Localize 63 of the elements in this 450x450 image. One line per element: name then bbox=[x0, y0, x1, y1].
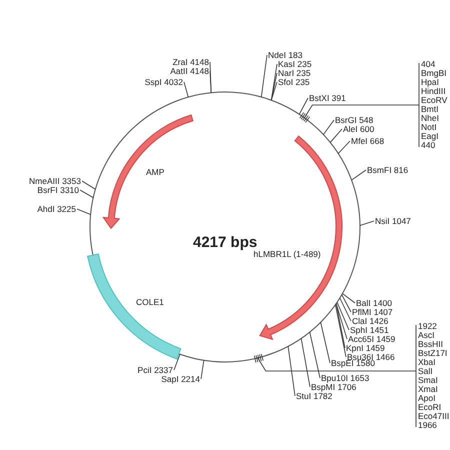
site-label: NmeAIII 3353 bbox=[29, 176, 81, 186]
leader-line bbox=[334, 304, 346, 358]
leader-line bbox=[342, 293, 356, 304]
leader-line bbox=[298, 98, 308, 115]
leader-line bbox=[174, 354, 180, 370]
leader-line bbox=[336, 303, 346, 348]
leader-line bbox=[351, 170, 366, 180]
site-label: NsiI 1047 bbox=[375, 216, 411, 226]
site-label: BsmFI 816 bbox=[367, 165, 408, 175]
leader-line bbox=[82, 180, 96, 190]
site-label: MfeI 668 bbox=[351, 136, 384, 146]
site-label: AatII 4148 bbox=[170, 66, 209, 76]
leader-line bbox=[184, 82, 189, 98]
site-label: Bpu10I 1653 bbox=[321, 373, 370, 383]
feature-label: AMP bbox=[146, 167, 164, 177]
leader-line bbox=[322, 120, 334, 135]
leader-line bbox=[80, 190, 94, 198]
leader-line bbox=[341, 294, 352, 312]
leader-line bbox=[338, 140, 350, 154]
leader-line bbox=[76, 208, 91, 215]
site-label: BspMI 1706 bbox=[311, 382, 356, 392]
site-label: SfoI 235 bbox=[278, 77, 310, 87]
site-label: AhdI 3225 bbox=[37, 204, 76, 214]
leader-line bbox=[288, 346, 296, 396]
site-label: KpnI 1459 bbox=[346, 343, 385, 353]
site-label: BsrFI 3310 bbox=[37, 185, 79, 195]
leader-line bbox=[300, 338, 310, 388]
leader-line bbox=[210, 70, 212, 94]
site-label: NdeI 183 bbox=[268, 50, 302, 60]
site-label: PflMI 1407 bbox=[352, 307, 393, 317]
leader-line bbox=[320, 322, 330, 364]
leader-line bbox=[200, 360, 204, 380]
leader-line bbox=[336, 302, 350, 330]
site-label: BstXI 391 bbox=[309, 93, 346, 103]
site-label: BalI 1400 bbox=[356, 298, 392, 308]
feature-label: hLMBR1L (1-489) bbox=[254, 249, 321, 259]
leader-line bbox=[270, 64, 278, 101]
leader-line bbox=[254, 324, 416, 428]
leader-line bbox=[299, 62, 420, 148]
enzyme-list: 1922 AscI BssHII BstZ17I XbaI SalI SmaI XmaI ApoI EcoRI Eco47III 1966 bbox=[418, 322, 450, 430]
site-label: ClaI 1426 bbox=[352, 316, 388, 326]
leader-line bbox=[260, 54, 268, 98]
leader-line bbox=[360, 220, 374, 226]
leader-line bbox=[309, 332, 320, 378]
site-label: NarI 235 bbox=[278, 68, 311, 78]
leader-line bbox=[270, 72, 278, 101]
feature-label: COLE1 bbox=[136, 297, 164, 307]
enzyme-list: 404 BmgBI HpaI HindIII EcoRV BmtI NheI NotI EagI 440 bbox=[421, 60, 448, 150]
leader-line bbox=[336, 303, 348, 340]
leader-line bbox=[330, 128, 342, 143]
site-label: AleI 600 bbox=[343, 124, 374, 134]
site-label: BsrGI 548 bbox=[335, 115, 374, 125]
site-label: KasI 235 bbox=[278, 59, 312, 69]
site-label: ZraI 4148 bbox=[172, 57, 209, 67]
site-label: PciI 2337 bbox=[138, 365, 173, 375]
size-label: 4217 bps bbox=[193, 234, 258, 250]
site-label: SapI 2214 bbox=[161, 374, 200, 384]
site-label: SphI 1451 bbox=[350, 325, 389, 335]
leader-line bbox=[270, 82, 278, 101]
leader-line bbox=[339, 298, 352, 322]
site-label: SspI 4032 bbox=[144, 77, 183, 87]
site-label: Acc65I 1459 bbox=[348, 334, 396, 344]
site-label: StuI 1782 bbox=[296, 391, 332, 401]
